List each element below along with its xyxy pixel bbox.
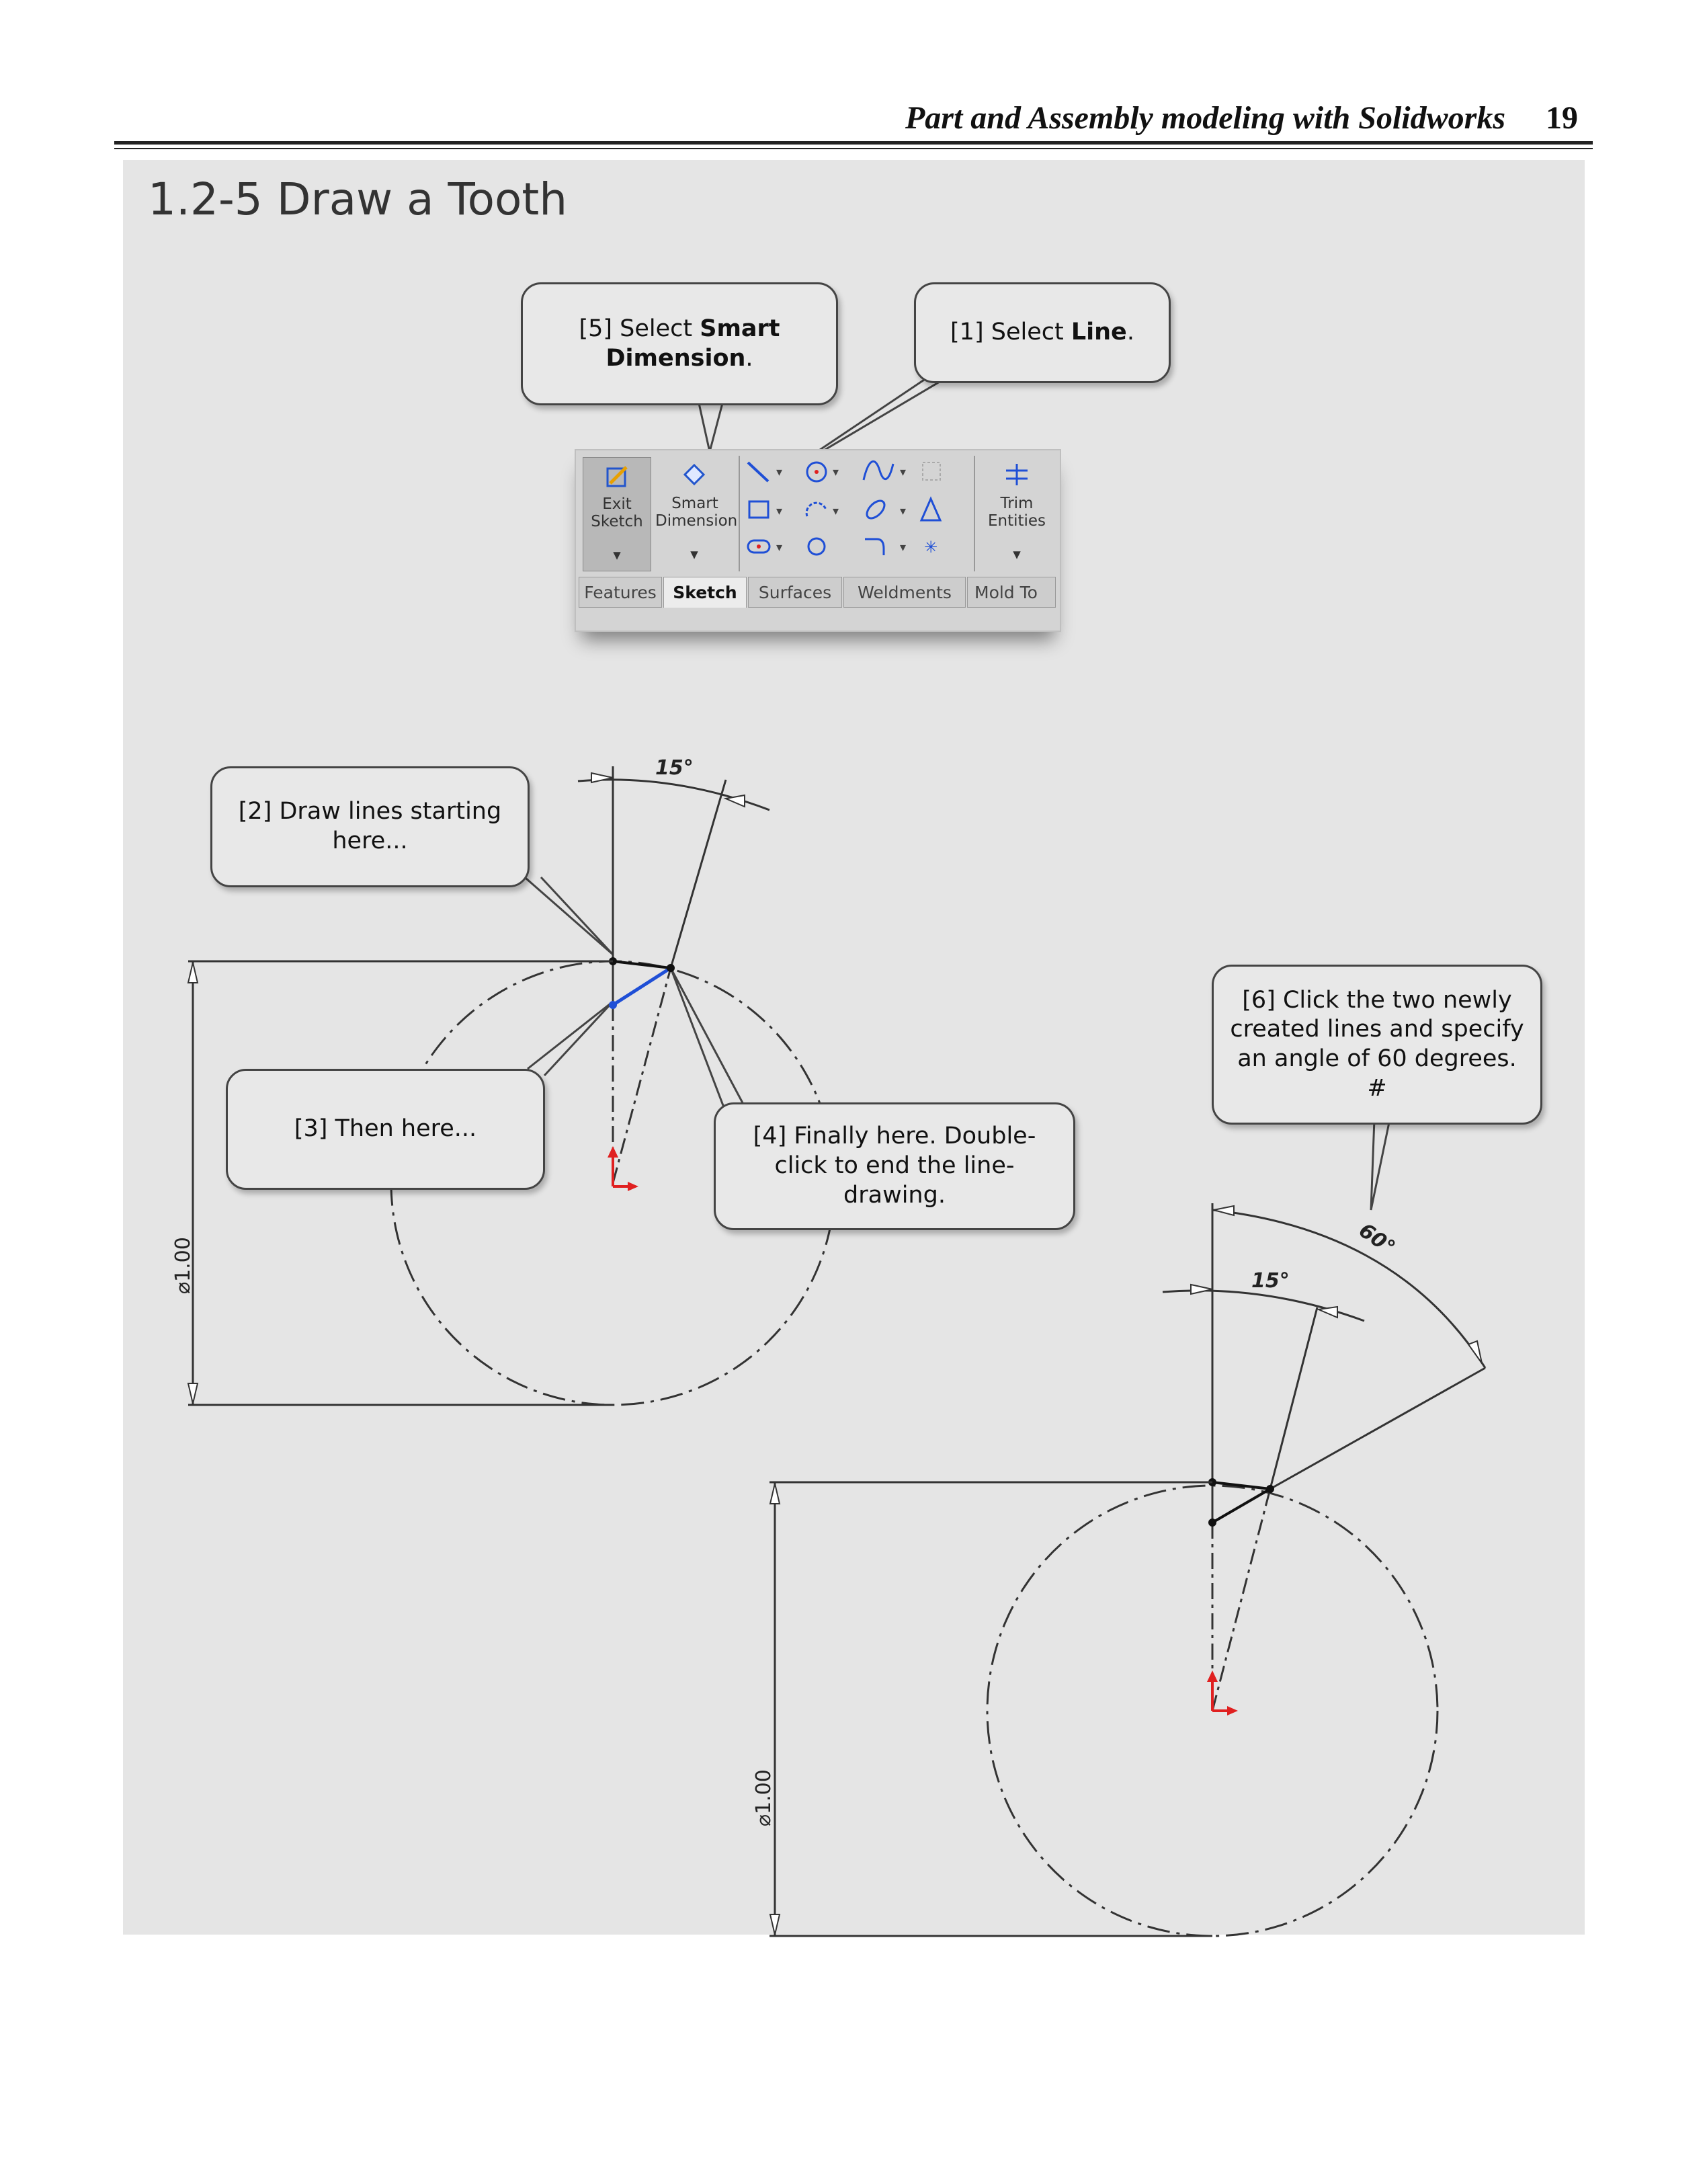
page-number: 19 [1546, 100, 1578, 136]
figure1-diameter-label: ⌀1.00 [171, 1237, 195, 1294]
pointer-callout-2 [520, 873, 614, 956]
svg-text:✳: ✳ [924, 538, 938, 557]
callout-1-bold: Line [1071, 319, 1127, 346]
figure1-angle-extension [669, 779, 727, 969]
figure2-diameter-label: ⌀1.00 [752, 1769, 776, 1826]
line-tool-icon[interactable] [747, 461, 769, 483]
callout-2-start: [2] Draw lines starting here... [210, 766, 530, 887]
plane-tool-icon[interactable] [922, 462, 941, 481]
toolbar-divider-2 [974, 456, 975, 571]
running-header-title: Part and Assembly modeling with Solidwor… [905, 100, 1505, 136]
exit-sketch-icon [606, 466, 628, 487]
figure1-point-mid [609, 1001, 617, 1009]
sketch-tools-grid: ✳ ▾ ▾ ▾ ▾ ▾ ▾ ▾ ▾ [747, 460, 942, 557]
circle-dropdown-icon[interactable]: ▾ [833, 465, 839, 479]
figure1-dim-arrow-bottom [187, 1383, 199, 1404]
callout-1-suffix: . [1126, 319, 1134, 346]
figure1-angled-centerline [612, 967, 672, 1184]
figure2-lower-segment [1211, 1488, 1272, 1524]
sketch-toolbar: Exit Sketch ▾ Smart Dimension ▾ ✳ ▾ ▾ ▾ … [575, 449, 1061, 632]
pointer-callout-6 [1370, 1119, 1391, 1211]
toolbar-divider [739, 456, 740, 571]
figure1-angle-label: 15° [655, 756, 694, 780]
exit-sketch-button[interactable]: Exit Sketch ▾ [583, 457, 651, 571]
pointer-callout-5 [698, 403, 724, 452]
figure2-angle-extension [1269, 1307, 1319, 1490]
smart-dimension-button[interactable]: Smart Dimension ▾ [655, 457, 738, 570]
figure2-angle-small-label: 15° [1251, 1269, 1290, 1293]
figure2-sketch: 15° 60° ⌀1.00 [752, 1203, 1487, 1937]
trim-entities-label: Trim Entities [987, 495, 1046, 530]
tab-weldments[interactable]: Weldments [843, 577, 966, 608]
figure1-sketch: 15° ⌀1.00 [171, 756, 836, 1406]
callout-5-smart-dimension: [5] Select Smart Dimension. [521, 282, 838, 405]
figure2-60deg-extension [1269, 1367, 1486, 1490]
figure2-point-end [1266, 1485, 1274, 1493]
callout-5-bold: Smart Dimension [606, 315, 780, 372]
figure2-15-arrow-right [1316, 1305, 1338, 1319]
callout-6-angle: [6] Click the two newly created lines an… [1212, 965, 1542, 1125]
figure2-top-segment [1212, 1481, 1271, 1490]
tab-mold-tools[interactable]: Mold To [967, 577, 1056, 608]
callout-3-then: [3] Then here... [226, 1069, 545, 1190]
figure2-15deg-arc [1162, 1289, 1365, 1322]
callout-1-line: [1] Select Line. [914, 282, 1171, 383]
tab-features[interactable]: Features [579, 577, 662, 608]
tab-sketch[interactable]: Sketch [663, 577, 747, 608]
callout-1-prefix: [1] Select [950, 319, 1071, 346]
header-rule [114, 141, 1593, 145]
figure2-60-arrow-left [1213, 1205, 1235, 1217]
figure1-point-end [667, 964, 675, 972]
pointer-callout-3 [527, 1000, 614, 1077]
figure2-15-arrow-left [1190, 1283, 1213, 1295]
trim-entities-dropdown-icon[interactable]: ▾ [1013, 546, 1021, 563]
rectangle-tool-icon[interactable] [748, 500, 769, 519]
section-title: 1.2-5 Draw a Tooth [148, 173, 568, 225]
circle-center-tool-icon[interactable] [807, 537, 826, 556]
figure2-60-arrow-right [1467, 1340, 1483, 1364]
figure2-origin-icon [1207, 1670, 1238, 1715]
figure1-arrow-right [723, 794, 745, 808]
callout-5-suffix: . [745, 344, 753, 372]
rectangle-dropdown-icon[interactable]: ▾ [776, 504, 782, 518]
exit-sketch-dropdown-icon[interactable]: ▾ [613, 547, 621, 564]
arc-dropdown-icon[interactable]: ▾ [833, 504, 839, 518]
fillet-dropdown-icon[interactable]: ▾ [900, 540, 906, 555]
smart-dimension-dropdown-icon[interactable]: ▾ [690, 546, 698, 563]
spline-tool-icon[interactable] [862, 460, 894, 481]
figure2-point-mid [1208, 1519, 1216, 1527]
fillet-tool-icon[interactable] [865, 538, 885, 555]
tab-surfaces[interactable]: Surfaces [748, 577, 842, 608]
callout-4-finally: [4] Finally here. Double-click to end th… [714, 1102, 1075, 1230]
figure2-dim-arrow-top [769, 1483, 781, 1504]
callout-5-prefix: [5] Select [579, 315, 700, 342]
figure1-top-segment [612, 960, 671, 969]
figure2-60deg-arc [1212, 1209, 1487, 1369]
spline-dropdown-icon[interactable]: ▾ [900, 465, 906, 479]
exit-sketch-label: Exit Sketch [591, 495, 643, 531]
smart-dimension-icon [683, 463, 706, 486]
figure1-blue-segment [612, 966, 672, 1007]
polygon-tool-icon[interactable] [864, 497, 887, 521]
circle-tool-icon[interactable] [806, 461, 827, 483]
header-rule-thin [114, 148, 1593, 149]
slot-dropdown-icon[interactable]: ▾ [776, 540, 782, 555]
arc-tool-icon[interactable] [805, 501, 827, 517]
trim-entities-icon [1006, 464, 1028, 485]
figure1-arrow-left [591, 772, 614, 784]
pointer-callout-4 [669, 967, 747, 1113]
figure2-angled-centerline [1211, 1488, 1272, 1711]
smart-dimension-label: Smart Dimension [655, 495, 738, 530]
polygon-dropdown-icon[interactable]: ▾ [900, 504, 906, 518]
figure2-dim-arrow-bottom [769, 1914, 781, 1935]
line-dropdown-icon[interactable]: ▾ [776, 465, 782, 479]
figure1-origin-icon [608, 1146, 638, 1191]
trim-entities-button[interactable]: Trim Entities ▾ [979, 457, 1054, 570]
slot-tool-icon[interactable] [747, 539, 771, 554]
point-tool-icon[interactable]: ✳ [924, 538, 938, 557]
text-tool-icon[interactable] [919, 496, 942, 522]
figure1-dim-arrow-top [187, 962, 199, 983]
